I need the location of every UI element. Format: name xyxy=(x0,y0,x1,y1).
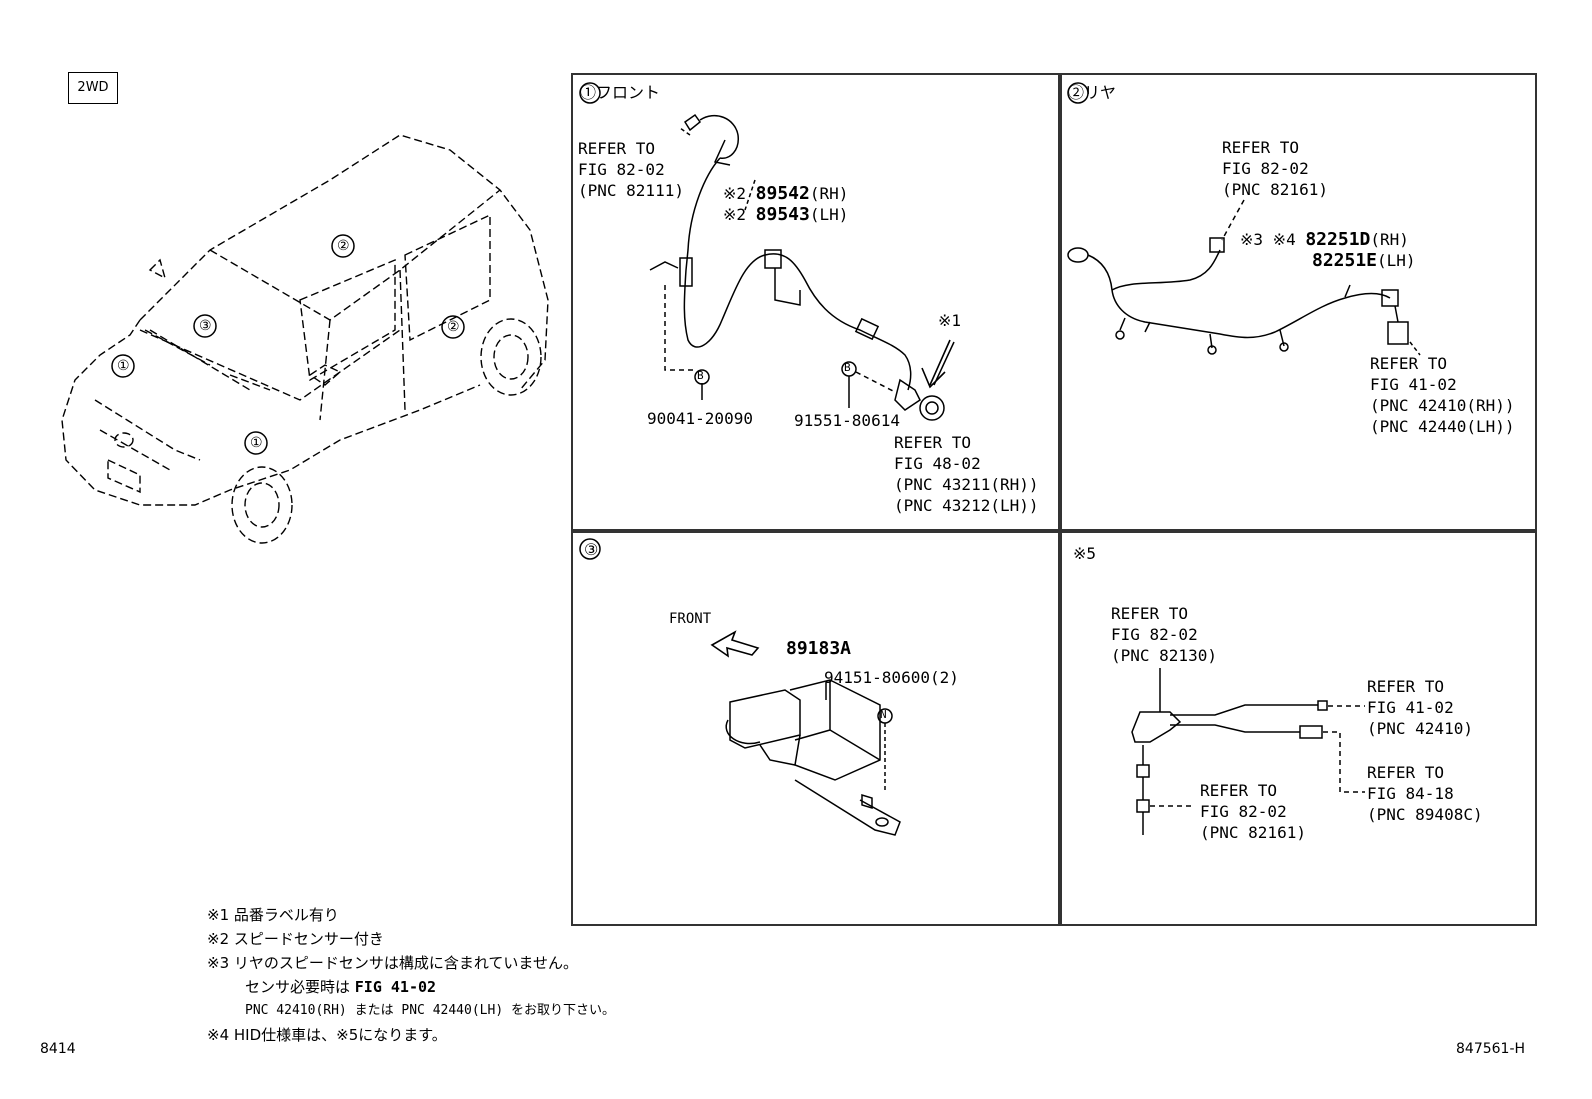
front-part-lh: ※2 89543(LH) xyxy=(723,204,849,225)
vehicle-illustration xyxy=(61,134,549,544)
footnotes: ※1 品番ラベル有り ※2 スピードセンサー付き ※3 リヤのスピードセンサは構… xyxy=(207,903,615,1047)
front-bolt-1: 90041-20090 xyxy=(647,409,753,428)
panel-rear xyxy=(1058,73,1537,533)
vehicle-callout-2-roof: ② xyxy=(337,238,350,254)
front-part-rh: ※2 89542(RH) xyxy=(723,183,849,204)
front-note1-mark: ※1 xyxy=(938,311,962,330)
front-speed-sensor-wire xyxy=(649,113,945,421)
sensor-bolt: 94151-80600(2) xyxy=(824,668,959,687)
front-bolt-2: 91551-80614 xyxy=(794,411,900,430)
front-callout-b2: B xyxy=(844,361,851,374)
front-refer-wire: REFER TO FIG 82-02 (PNC 82111) xyxy=(578,139,684,200)
rear-part-lh: 82251E(LH) xyxy=(1312,250,1416,271)
vehicle-callout-1-wheel: ① xyxy=(250,435,263,451)
panel-front xyxy=(571,73,1062,533)
hid-harness-drawing xyxy=(1131,668,1328,835)
rear-speed-sensor-wire xyxy=(1067,237,1409,355)
panel-sensor xyxy=(571,529,1062,926)
panel-hid xyxy=(1058,529,1537,926)
sensor-front-label: FRONT xyxy=(669,611,712,627)
footnote-3c: PNC 42410(RH) または PNC 42440(LH) をお取り下さい。 xyxy=(245,1003,615,1018)
vehicle-callout-2-rear: ② xyxy=(447,319,460,335)
footnote-3: ※3 リヤのスピードセンサは構成に含まれていません。 xyxy=(207,954,578,972)
panel-hid-title: ※5 xyxy=(1073,544,1097,563)
panel-rear-title: ②リヤ xyxy=(1068,83,1117,102)
vehicle-callout-1-front: ① xyxy=(117,358,130,374)
footnote-1: ※1 品番ラベル有り xyxy=(207,906,339,924)
rear-refer-abs: REFER TO FIG 41-02 (PNC 42410(RH)) (PNC … xyxy=(1370,354,1515,436)
footer-illustration-id: 847561-H xyxy=(1456,1041,1526,1057)
footnote-4: ※4 HID仕様車は、※5になります。 xyxy=(207,1026,447,1044)
hid-refer-level: REFER TO FIG 84-18 (PNC 89408C) xyxy=(1367,763,1483,824)
yaw-rate-sensor-drawing xyxy=(710,630,901,836)
front-callout-b1: B xyxy=(697,369,704,382)
vehicle-callout-3: ③ xyxy=(199,318,212,334)
hid-refer-main: REFER TO FIG 82-02 (PNC 82130) xyxy=(1111,604,1217,665)
footnote-2: ※2 スピードセンサー付き xyxy=(207,930,384,948)
panel-sensor-title: ③ xyxy=(584,540,599,559)
footer-page-code: 8414 xyxy=(40,1041,76,1057)
drive-type-badge: 2WD xyxy=(68,72,118,104)
rear-refer-wire: REFER TO FIG 82-02 (PNC 82161) xyxy=(1222,138,1328,199)
rear-part-rh: ※3 ※4 82251D(RH) xyxy=(1240,229,1409,250)
hid-refer-abs: REFER TO FIG 41-02 (PNC 42410) xyxy=(1367,677,1473,738)
sensor-callout-n: N xyxy=(880,708,887,721)
panel-front-title: ①フロント xyxy=(580,83,661,102)
sensor-part-number: 89183A xyxy=(786,638,852,659)
hid-refer-sensor: REFER TO FIG 82-02 (PNC 82161) xyxy=(1200,781,1306,842)
front-refer-abs: REFER TO FIG 48-02 (PNC 43211(RH)) (PNC … xyxy=(894,433,1039,515)
footnote-3b: センサ必要時は FIG 41-02 xyxy=(245,978,437,996)
